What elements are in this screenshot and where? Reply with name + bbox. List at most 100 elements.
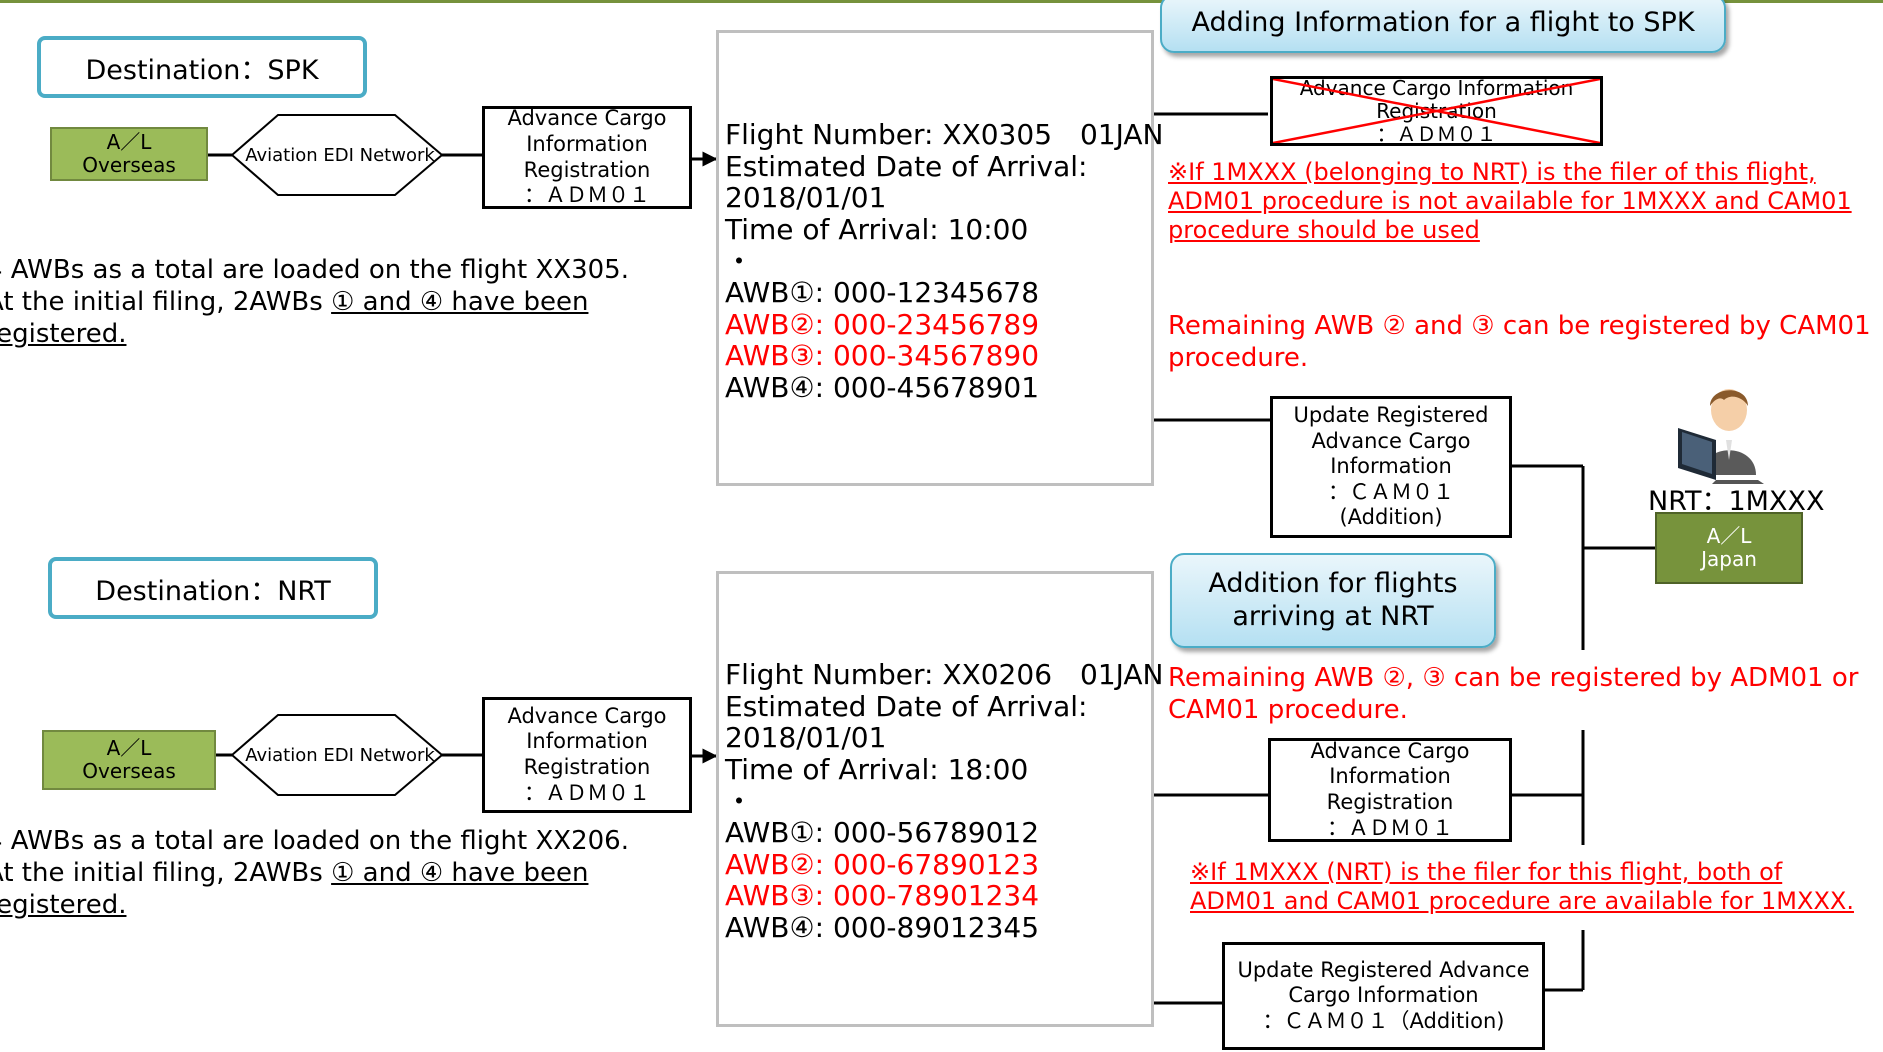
callout-adding-info-spk: Adding Information for a flight to SPK: [1160, 0, 1726, 53]
awb-1: AWB①: 000-12345678: [725, 276, 1040, 310]
box-line: Cargo Information: [1288, 983, 1479, 1008]
box-line: Update Registered Advance: [1237, 957, 1530, 982]
aviation-edi-network-label: Aviation EDI Network: [240, 138, 440, 172]
destination-spk-text: Destination：SPK: [85, 54, 319, 86]
spk-remaining-note: Remaining AWB ② and ③ can be registered …: [1168, 310, 1871, 374]
al-label: A／L: [106, 130, 152, 154]
note-underlined-text: registered.: [0, 890, 127, 921]
box-line: Advance Cargo: [507, 106, 667, 131]
al-sub-label: Overseas: [82, 153, 176, 177]
edi-network-hexagon: [230, 114, 444, 196]
adm01-registration-box: Advance Cargo Information Registration ：…: [482, 697, 692, 813]
destination-nrt-label: Destination：NRT: [48, 557, 378, 619]
box-line: ：ＡＤＭ０１: [524, 183, 650, 208]
note-line: ※If 1MXXX (NRT) is the filer for this fl…: [1190, 858, 1783, 886]
separator-dot: ・: [725, 244, 754, 278]
al-overseas-box: A／L Overseas: [42, 730, 216, 790]
arrival-time: Time of Arrival: 10:00: [725, 212, 1029, 246]
remaining-line: CAM01 procedure.: [1168, 695, 1408, 726]
separator-dot: ・: [725, 784, 754, 818]
note-text: At the initial filing, 2AWBs: [0, 858, 332, 889]
al-overseas-box: A／L Overseas: [50, 127, 208, 181]
box-line: ：ＣＡＭ０１: [1328, 479, 1454, 504]
awb-3: AWB③: 000-34567890: [725, 339, 1040, 373]
adm01-unavailable-box: Advance Cargo Information Registration ：…: [1270, 76, 1603, 146]
flight-info-box-spk: Flight Number: XX0305 01JAN Estimated Da…: [716, 30, 1164, 486]
destination-nrt-text: Destination：NRT: [95, 575, 331, 607]
cam01-update-box-top: Update Registered Advance Cargo Informat…: [1270, 396, 1512, 538]
eda-label: Estimated Date of Arrival:: [725, 689, 1088, 723]
arrival-time: Time of Arrival: 18:00: [725, 752, 1029, 786]
top-loaded-note: 4 AWBs as a total are loaded on the flig…: [0, 254, 686, 351]
callout-text: Adding Information for a flight to SPK: [1191, 7, 1695, 39]
warning-line: procedure should be used: [1168, 215, 1480, 244]
al-sub-label: Japan: [1701, 547, 1757, 571]
al-label: A／L: [106, 736, 152, 760]
eda-value: 2018/01/01: [725, 181, 887, 215]
box-line: Registration: [1326, 790, 1454, 814]
flight-number: Flight Number: XX0305 01JAN: [725, 118, 1164, 151]
box-line: (Addition): [1339, 505, 1443, 530]
eda-value: 2018/01/01: [725, 721, 887, 755]
box-line: Registration: [523, 157, 651, 182]
adm01-registration-box: Advance Cargo Information Registration ：…: [482, 106, 692, 209]
top-rule: [0, 0, 1883, 3]
cam01-update-box-bottom: Update Registered Advance Cargo Informat…: [1222, 942, 1545, 1050]
awb-2: AWB②: 000-67890123: [725, 847, 1040, 881]
awb-1: AWB①: 000-56789012: [725, 816, 1040, 850]
box-line: Information: [526, 131, 648, 156]
nrt-filer-note: ※If 1MXXX (NRT) is the filer for this fl…: [1190, 858, 1854, 916]
box-line: ：ＣＡＭ０１（Addition): [1262, 1008, 1505, 1033]
network-label-text: Aviation EDI Network: [245, 744, 435, 766]
eda-label: Estimated Date of Arrival:: [725, 149, 1088, 183]
destination-spk-label: Destination：SPK: [37, 36, 367, 98]
awb-4: AWB④: 000-89012345: [725, 911, 1040, 944]
note-line: 4 AWBs as a total are loaded on the flig…: [0, 826, 629, 856]
nrt-filer-label: NRT：1MXXX: [1648, 479, 1824, 518]
aviation-edi-network-label: Aviation EDI Network: [240, 738, 440, 772]
cross-out-mark: [1273, 79, 1600, 143]
box-line: Information: [1329, 764, 1451, 789]
note-underlined-text: ① and ④ have been: [331, 287, 589, 318]
flight-number: Flight Number: XX0206 01JAN: [725, 658, 1164, 691]
box-line: Registration: [523, 755, 651, 779]
remaining-line: Remaining AWB ②, ③ can be registered by …: [1168, 663, 1859, 693]
box-line: Information: [1330, 454, 1452, 479]
nrt-filer-text: NRT：1MXXX: [1648, 486, 1825, 517]
person-at-laptop-icon: [1678, 389, 1764, 484]
box-line: ：ＡＤＭ０１: [1327, 815, 1453, 840]
edi-network-hexagon: [230, 714, 444, 796]
note-underlined-text: ① and ④ have been: [331, 858, 589, 889]
box-line: Information: [526, 729, 648, 754]
network-label-text: Aviation EDI Network: [245, 144, 435, 166]
note-text: At the initial filing, 2AWBs: [0, 287, 332, 318]
bottom-loaded-note: 4 AWBs as a total are loaded on the flig…: [0, 825, 686, 922]
note-line: 4 AWBs as a total are loaded on the flig…: [0, 255, 629, 285]
nrt-remaining-note: Remaining AWB ②, ③ can be registered by …: [1168, 662, 1858, 726]
warning-line: ※If 1MXXX (belonging to NRT) is the file…: [1168, 158, 1816, 186]
callout-addition-nrt: Addition for flights arriving at NRT: [1170, 553, 1496, 648]
flight-info-box-nrt: Flight Number: XX0206 01JAN Estimated Da…: [716, 571, 1164, 1027]
note-line: At the initial filing, 2AWBs ① and ④ hav…: [0, 857, 686, 889]
callout-text: Addition for flights: [1208, 568, 1458, 600]
box-line: Advance Cargo: [1310, 738, 1470, 763]
remaining-line: procedure.: [1168, 343, 1309, 374]
remaining-line: Remaining AWB ② and ③ can be registered …: [1168, 311, 1871, 341]
note-line: At the initial filing, 2AWBs ① and ④ hav…: [0, 286, 686, 318]
awb-2: AWB②: 000-23456789: [725, 307, 1040, 341]
note-underlined-text: registered.: [0, 319, 127, 350]
al-label: A／L: [1706, 524, 1752, 548]
callout-text: arriving at NRT: [1232, 600, 1434, 632]
awb-3: AWB③: 000-78901234: [725, 879, 1040, 913]
awb-4: AWB④: 000-45678901: [725, 371, 1040, 404]
box-line: ：ＡＤＭ０１: [524, 780, 650, 805]
note-line: ADM01 and CAM01 procedure are available …: [1190, 886, 1854, 915]
box-line: Advance Cargo: [507, 703, 667, 728]
al-sub-label: Overseas: [82, 759, 176, 783]
spk-warning-note: ※If 1MXXX (belonging to NRT) is the file…: [1168, 158, 1852, 244]
al-japan-box: A／L Japan: [1655, 512, 1803, 584]
box-line: ：ＡＤＭ０１: [1376, 121, 1497, 146]
box-line: Advance Cargo: [1311, 428, 1471, 453]
warning-line: ADM01 procedure is not available for 1MX…: [1168, 186, 1852, 215]
